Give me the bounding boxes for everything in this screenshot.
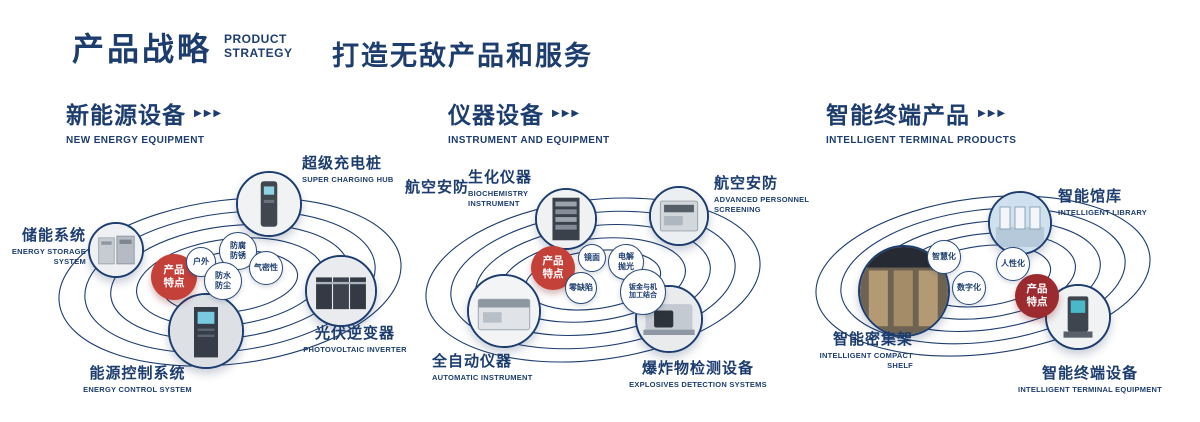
product-name: 生化仪器 <box>468 169 533 186</box>
feature-bubble: 智慧化 <box>927 240 961 274</box>
label-personnel-screening: 航空安防 ADVANCED PERSONNEL SCREENING <box>714 172 822 215</box>
label-explosives-detection: 爆炸物检测设备 EXPLOSIVES DETECTION SYSTEMS <box>618 357 778 390</box>
label-super-charging-hub: 超级充电桩 SUPER CHARGING HUB <box>302 152 412 185</box>
badge-text: 产品特点 <box>163 264 185 289</box>
badge-text: 产品特点 <box>542 255 564 280</box>
product-name-en: ENERGY CONTROL SYSTEM <box>83 385 192 394</box>
section-title: 新能源设备 <box>66 102 186 128</box>
page-title: 产品战略 <box>72 31 213 67</box>
label-energy-control: 能源控制系统 ENERGY CONTROL SYSTEM <box>70 362 205 395</box>
product-name-en: INTELLIGENT LIBRARY <box>1058 208 1148 217</box>
page-title-en-line1: PRODUCT <box>224 32 287 46</box>
product-name: 智能密集架 <box>832 331 913 348</box>
super-charging-hub-photo <box>236 171 302 237</box>
feature-bubble: 数字化 <box>952 271 986 305</box>
label-intelligent-library: 智能馆库 INTELLIGENT LIBRARY <box>1058 185 1168 218</box>
product-name: 智能终端设备 <box>1041 365 1138 382</box>
product-name: 智能馆库 <box>1058 188 1123 205</box>
triple-arrow-icon: ▶▶▶ <box>978 107 1008 119</box>
product-name: 光伏逆变器 <box>314 325 395 342</box>
product-name: 超级充电桩 <box>302 155 383 172</box>
badge-text: 产品特点 <box>1026 283 1048 308</box>
product-name-en: EXPLOSIVES DETECTION SYSTEMS <box>629 380 767 389</box>
product-name-en: ENERGY STORAGE SYSTEM <box>11 247 86 266</box>
photovoltaic-inverter-photo <box>305 255 377 327</box>
section-subtitle: NEW ENERGY EQUIPMENT <box>66 135 205 146</box>
personnel-screening-photo <box>649 186 709 246</box>
feature-bubble: 零缺陷 <box>565 272 597 304</box>
label-intelligent-terminal: 智能终端设备 INTELLIGENT TERMINAL EQUIPMENT <box>1010 362 1170 395</box>
feature-bubble: 防水防尘 <box>204 262 242 300</box>
product-name-en: INTELLIGENT TERMINAL EQUIPMENT <box>1017 385 1163 394</box>
intelligent-library-photo <box>988 191 1052 255</box>
energy-control-photo <box>168 293 244 369</box>
page-title-en-line2: STRATEGY <box>224 45 293 60</box>
product-name-en: BIOCHEMISTRY INSTRUMENT <box>468 189 529 208</box>
feature-bubble: 人性化 <box>996 247 1030 281</box>
feature-bubble: 镜面 <box>578 244 606 272</box>
product-name-en: ADVANCED PERSONNEL SCREENING <box>714 195 810 214</box>
tagline: 打造无敌产品和服务 <box>332 41 593 71</box>
biochemistry-instrument-photo <box>535 188 597 250</box>
product-name-en: SUPER CHARGING HUB <box>302 175 394 184</box>
label-energy-storage: 储能系统 ENERGY STORAGE SYSTEM <box>8 224 86 267</box>
product-name: 爆炸物检测设备 <box>641 360 754 377</box>
section-header-instruments: 仪器设备 ▶▶▶ INSTRUMENT AND EQUIPMENT <box>448 96 609 146</box>
label-biochemistry-instrument: 生化仪器 BIOCHEMISTRY INSTRUMENT <box>468 166 554 209</box>
page-title-en: PRODUCT STRATEGY <box>224 32 293 61</box>
label-intelligent-compact-shelf: 智能密集架 INTELLIGENT COMPACT SHELF <box>793 328 913 371</box>
product-name: 航空安防 <box>714 175 779 192</box>
feature-bubble: 钣金与机加工结合 <box>620 269 666 315</box>
label-photovoltaic-inverter: 光伏逆变器 PHOTOVOLTAIC INVERTER <box>295 322 415 355</box>
section-header-intelligent-terminals: 智能终端产品 ▶▶▶ INTELLIGENT TERMINAL PRODUCTS <box>826 96 1016 146</box>
product-name: 储能系统 <box>21 227 86 244</box>
automatic-instrument-photo <box>467 274 541 348</box>
section-subtitle: INTELLIGENT TERMINAL PRODUCTS <box>826 135 1017 146</box>
energy-storage-photo <box>88 222 144 278</box>
product-name-en: AUTOMATIC INSTRUMENT <box>432 373 533 382</box>
triple-arrow-icon: ▶▶▶ <box>552 107 582 119</box>
feature-bubble: 气密性 <box>249 251 283 285</box>
product-name: 能源控制系统 <box>89 365 186 382</box>
triple-arrow-icon: ▶▶▶ <box>194 107 224 119</box>
section-header-new-energy: 新能源设备 ▶▶▶ NEW ENERGY EQUIPMENT <box>66 96 223 146</box>
product-features-badge: 产品特点 <box>1015 274 1059 318</box>
product-name-en: INTELLIGENT COMPACT SHELF <box>819 351 913 370</box>
label-automatic-instrument: 全自动仪器 AUTOMATIC INSTRUMENT <box>432 350 557 383</box>
side-label-aviation-security: 航空安防 <box>405 179 470 196</box>
product-name-en: PHOTOVOLTAIC INVERTER <box>303 345 407 354</box>
explosives-detection-photo <box>635 285 703 353</box>
product-name: 全自动仪器 <box>432 353 513 370</box>
section-subtitle: INSTRUMENT AND EQUIPMENT <box>448 135 610 146</box>
section-title: 仪器设备 <box>448 102 544 128</box>
section-title: 智能终端产品 <box>826 102 970 128</box>
